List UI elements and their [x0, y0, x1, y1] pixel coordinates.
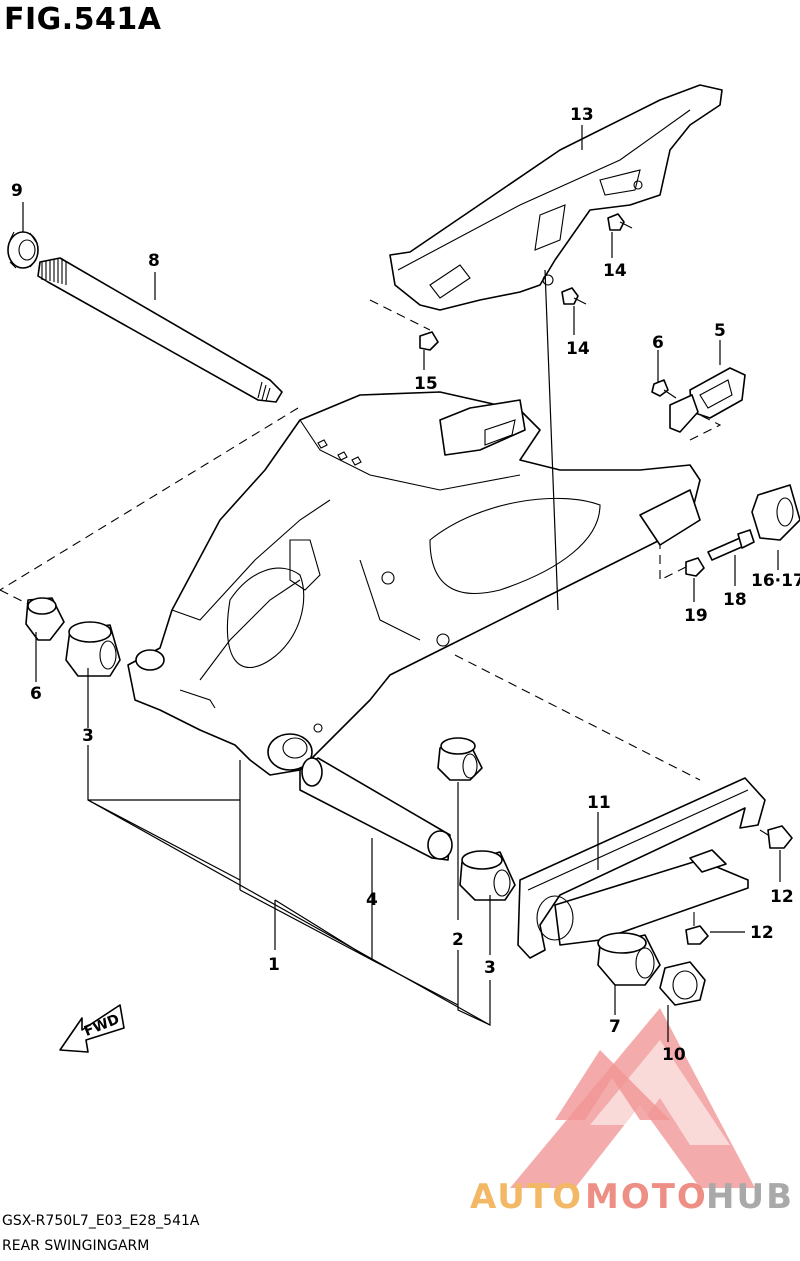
- callout-8: 8: [148, 251, 160, 271]
- part-10-nut: [7, 231, 39, 269]
- part-13-chain-cover: [389, 84, 723, 311]
- part-19-nut: [685, 557, 705, 577]
- callout-labels: 9 8 6 3 1 4 2 3 13 14 14 15 5 6 16·17 18…: [11, 105, 800, 1065]
- part-16-17-adjuster-block: [751, 484, 800, 541]
- part-15-clip: [419, 331, 439, 351]
- part-2-needle-bearing: [437, 737, 483, 781]
- callout-14-upper: 14: [603, 261, 627, 281]
- part-18-adjuster-bolt: [707, 529, 755, 561]
- part-7-collar-right: [597, 932, 661, 986]
- figure-code: GSX-R750L7_E03_E28_541A: [2, 1213, 200, 1229]
- part-8-axle: [37, 257, 283, 403]
- part-3-bearing-right: [459, 850, 516, 901]
- part-9-nut: [659, 961, 706, 1006]
- part-3-bearing-left: [65, 621, 121, 677]
- watermark-auto: AUTO: [470, 1177, 583, 1217]
- part-14-bolt-b: [561, 287, 587, 305]
- callout-18: 18: [723, 590, 747, 610]
- callout-16-17: 16·17: [751, 571, 800, 591]
- callout-3-left: 3: [82, 726, 94, 746]
- part-11-chain-guide: [517, 777, 766, 959]
- callout-7-left: 6: [30, 684, 42, 704]
- part-4-pivot-shaft: [299, 757, 453, 861]
- part-12-bolt-lower: [685, 912, 709, 945]
- callout-7-right: 7: [609, 1017, 621, 1037]
- part-14-bolt-a: [607, 213, 633, 231]
- callout-2: 2: [452, 930, 464, 950]
- callout-12-lower: 12: [750, 923, 774, 943]
- figure-title: FIG.541A: [4, 2, 162, 37]
- callout-15: 15: [414, 374, 438, 394]
- leader-lines: [22, 125, 781, 1042]
- part-1-swingarm: [127, 391, 701, 776]
- callout-13: 13: [570, 105, 594, 125]
- watermark-wordmark: AUTO MOTO HUB: [470, 1177, 794, 1217]
- figure-name: REAR SWINGINGARM: [2, 1238, 150, 1254]
- part-6-bolt: [651, 379, 677, 399]
- callout-12-upper: 12: [770, 887, 794, 907]
- callout-4: 4: [366, 890, 378, 910]
- part-12-bolt-upper: [759, 825, 793, 849]
- callout-14-lower: 14: [566, 339, 590, 359]
- watermark-hub: HUB: [706, 1177, 794, 1217]
- watermark-logo: [510, 1008, 755, 1188]
- part-5-hook: [669, 367, 746, 433]
- callout-6: 6: [652, 333, 664, 353]
- callout-10: 9: [11, 181, 23, 201]
- part-7-collar-left: [25, 597, 65, 641]
- callout-1: 1: [268, 955, 280, 975]
- callout-11: 11: [587, 793, 611, 813]
- callout-3-right: 3: [484, 958, 496, 978]
- callout-5: 5: [714, 321, 726, 341]
- callout-19: 19: [684, 606, 708, 626]
- callout-9: 10: [662, 1045, 686, 1065]
- watermark-moto: MOTO: [585, 1177, 708, 1217]
- fwd-direction-arrow: FWD: [59, 1004, 125, 1053]
